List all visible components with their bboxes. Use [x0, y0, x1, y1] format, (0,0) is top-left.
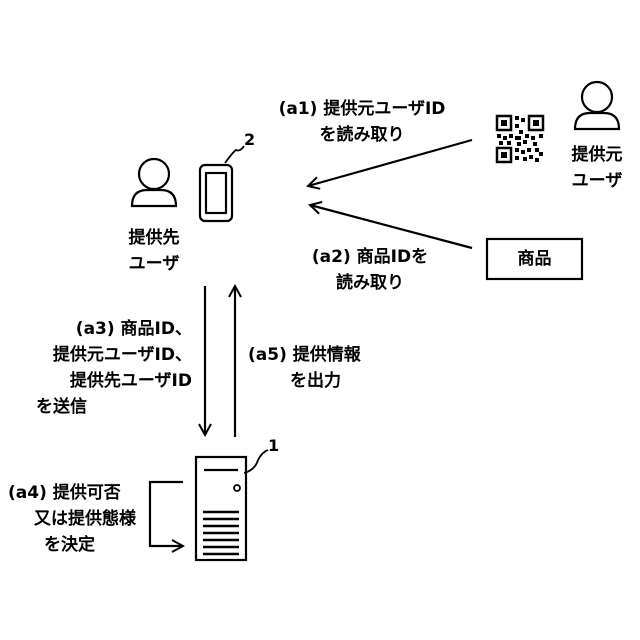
- qr-code-icon: [496, 115, 544, 163]
- step-a5-label: (a5) 提供情報 を出力: [248, 342, 361, 394]
- arrow-a4: [150, 482, 183, 546]
- terminal-ref-leader: [225, 146, 244, 163]
- recipient-user-icon: [132, 159, 176, 206]
- step-a2-label: (a2) 商品IDを 読み取り: [300, 244, 440, 296]
- arrow-a2: [310, 205, 472, 248]
- step-a4-label: (a4) 提供可否 又は提供態様 を決定: [8, 480, 136, 558]
- step-a3-label: (a3) 商品ID、 提供元ユーザID、 提供先ユーザID を送信: [0, 316, 192, 420]
- server-icon: [196, 457, 246, 560]
- provider-user-icon: [575, 82, 619, 129]
- provider-user-label: 提供元 ユーザ: [560, 142, 634, 194]
- terminal-ref-number: 2: [244, 130, 255, 149]
- server-ref-number: 1: [268, 436, 279, 455]
- recipient-user-label: 提供先 ユーザ: [116, 225, 192, 277]
- terminal-device-icon: [200, 165, 232, 221]
- product-box-label: 商品: [487, 246, 582, 272]
- step-a1-label: (a1) 提供元ユーザID を読み取り: [272, 96, 452, 148]
- server-ref-leader: [244, 450, 268, 473]
